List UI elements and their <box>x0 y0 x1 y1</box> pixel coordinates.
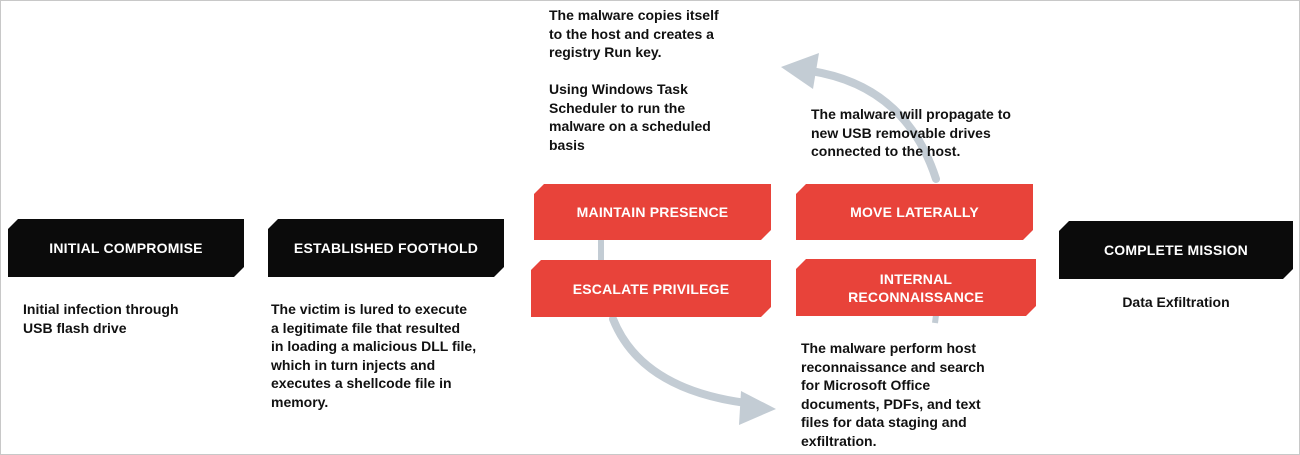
established-foothold-label: ESTABLISHED FOOTHOLD <box>293 240 479 256</box>
cycle-arrow-bottom <box>609 315 750 407</box>
cycle-arrow-bottom-head <box>739 391 776 425</box>
established-foothold-box: ESTABLISHED FOOTHOLD <box>268 219 504 277</box>
move-laterally-description: The malware will propagate to new USB re… <box>811 106 1011 159</box>
internal-reconnaissance-label: INTERNAL RECONNAISSANCE <box>848 270 984 305</box>
complete-mission-description: Data Exfiltration <box>1122 294 1230 310</box>
initial-compromise-description: Initial infection through USB flash driv… <box>23 301 179 336</box>
maintain-presence-box: MAINTAIN PRESENCE <box>534 184 771 240</box>
move-laterally-box: MOVE LATERALLY <box>796 184 1033 240</box>
maintain-presence-description: The malware copies itself to the host an… <box>549 7 719 153</box>
internal-reconnaissance-box: INTERNAL RECONNAISSANCE <box>796 259 1036 316</box>
initial-compromise-box: INITIAL COMPROMISE <box>8 219 244 277</box>
established-foothold-description: The victim is lured to execute a legitim… <box>271 301 477 410</box>
cycle-arrow-top <box>807 67 940 183</box>
complete-mission-label: COMPLETE MISSION <box>1104 242 1248 258</box>
move-laterally-label: MOVE LATERALLY <box>850 204 979 220</box>
maintain-presence-label: MAINTAIN PRESENCE <box>576 204 729 220</box>
escalate-privilege-label: ESCALATE PRIVILEGE <box>572 280 730 297</box>
complete-mission-box: COMPLETE MISSION <box>1059 221 1293 279</box>
internal-reconnaissance-description: The malware perform host reconnaissance … <box>801 340 985 449</box>
cycle-arrow-top-head <box>781 53 819 89</box>
initial-compromise-label: INITIAL COMPROMISE <box>49 240 203 256</box>
escalate-privilege-box: ESCALATE PRIVILEGE <box>531 260 771 317</box>
